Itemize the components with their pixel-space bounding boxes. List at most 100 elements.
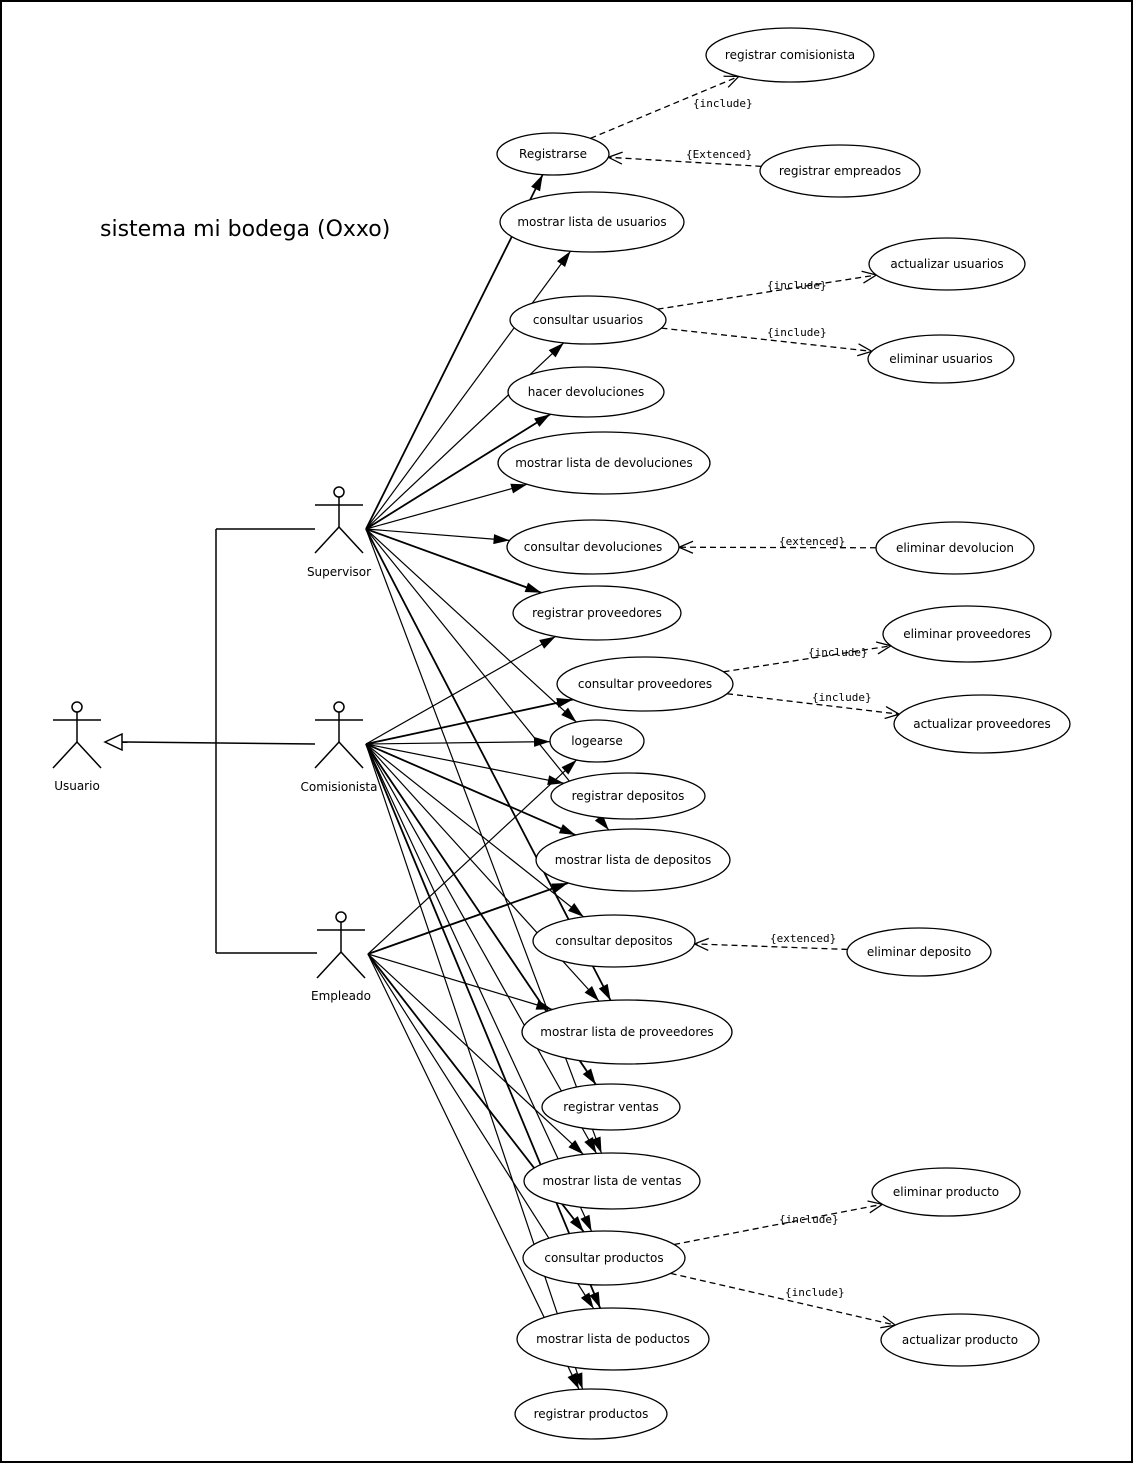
association-line <box>367 882 569 955</box>
association-arrowhead <box>557 251 571 268</box>
use-case-eliminar-deposito[interactable]: eliminar deposito <box>846 927 992 977</box>
use-case-ellipse <box>867 334 1015 384</box>
association-line <box>365 743 585 918</box>
use-case-ellipse <box>541 1083 681 1131</box>
use-case-label: registrar empreados <box>779 164 901 178</box>
association-arrowhead <box>535 1000 553 1010</box>
dependency-stereotype: {include} <box>812 691 872 704</box>
actor-head <box>335 911 347 923</box>
dependency-stereotype: {extenced} <box>779 535 845 548</box>
use-case-label: eliminar producto <box>893 1185 999 1199</box>
actor-label: Empleado <box>311 989 371 1003</box>
association-arrowhead <box>558 824 576 836</box>
association-line <box>367 953 553 1011</box>
association-line <box>365 743 564 784</box>
diagram-title: sistema mi bodega (Oxxo) <box>100 217 390 242</box>
use-case-consultar-devoluciones[interactable]: consultar devoluciones <box>506 519 680 575</box>
use-case-registrar-empreados[interactable]: registrar empreados <box>759 144 921 198</box>
use-case-registrar-proveedores[interactable]: registrar proveedores <box>512 585 682 641</box>
use-case-registrar-productos[interactable]: registrar productos <box>514 1388 668 1440</box>
use-case-mostrar-lista-poductos[interactable]: mostrar lista de poductos <box>516 1307 710 1371</box>
use-case-eliminar-producto[interactable]: eliminar producto <box>871 1167 1021 1217</box>
use-case-consultar-usuarios[interactable]: consultar usuarios <box>509 295 667 345</box>
actor-label: Comisionista <box>301 780 378 794</box>
use-case-label: mostrar lista de poductos <box>536 1332 690 1346</box>
association-empleado-mostrar_lista_ventas <box>367 953 584 1155</box>
actor-right-leg <box>338 526 364 554</box>
association-comisionista-logearse <box>365 736 551 747</box>
use-case-ellipse <box>514 1388 668 1440</box>
actor-supervisor[interactable]: Supervisor <box>307 486 371 579</box>
association-arrowhead <box>568 1139 584 1155</box>
use-case-ellipse <box>522 1230 686 1286</box>
use-case-mostrar-lista-depositos[interactable]: mostrar lista de depositos <box>535 828 731 892</box>
generalization-connectors <box>103 528 317 954</box>
actor-usuario[interactable]: Usuario <box>52 701 102 793</box>
association-empleado-registrar_productos <box>367 953 580 1390</box>
use-case-registrar-depositos[interactable]: registrar depositos <box>550 772 706 820</box>
use-case-logearse[interactable]: logearse <box>549 719 645 763</box>
use-case-registrar-comisionista[interactable]: registrar comisionista <box>705 27 875 83</box>
use-case-mostrar-lista-usuarios[interactable]: mostrar lista de usuarios <box>499 191 685 253</box>
use-case-mostrar-lista-devoluciones[interactable]: mostrar lista de devoluciones <box>497 431 711 495</box>
association-line <box>365 743 584 1390</box>
use-case-registrar-ventas[interactable]: registrar ventas <box>541 1083 681 1131</box>
use-case-label: consultar devoluciones <box>524 540 662 554</box>
dependency-stereotype: {include} <box>767 279 827 292</box>
use-case-label: actualizar proveedores <box>913 717 1050 731</box>
actor-comisionista[interactable]: Comisionista <box>301 701 378 794</box>
use-case-hacer-devoluciones[interactable]: hacer devoluciones <box>507 366 665 418</box>
association-comisionista-consultar_depositos <box>365 743 585 918</box>
association-arrowhead <box>584 1137 597 1154</box>
actor-left-leg <box>314 526 340 554</box>
association-line <box>365 528 542 594</box>
association-arrowhead <box>556 697 573 708</box>
use-case-actualizar-usuarios[interactable]: actualizar usuarios <box>868 237 1026 291</box>
association-line <box>365 741 551 745</box>
association-line <box>365 528 577 723</box>
association-empleado-logearse <box>367 759 578 955</box>
use-case-registrarse[interactable]: Registrarse <box>496 132 610 176</box>
use-case-actualizar-proveedores[interactable]: actualizar proveedores <box>893 694 1071 754</box>
use-case-eliminar-proveedores[interactable]: eliminar proveedores <box>882 605 1052 663</box>
actor-head <box>333 486 345 498</box>
association-supervisor-mostrar_lista_usuarios <box>365 250 572 530</box>
association-line <box>367 953 580 1390</box>
use-case-label: mostrar lista de proveedores <box>540 1025 713 1039</box>
use-case-consultar-depositos[interactable]: consultar depositos <box>532 914 696 968</box>
use-case-eliminar-devolucion[interactable]: eliminar devolucion <box>875 521 1035 575</box>
use-case-consultar-productos[interactable]: consultar productos <box>522 1230 686 1286</box>
use-case-label: eliminar deposito <box>867 945 971 959</box>
use-case-label: mostrar lista de depositos <box>555 853 711 867</box>
association-empleado-mostrar_lista_proveedores <box>367 953 553 1011</box>
association-comisionista-mostrar_lista_ventas <box>365 743 598 1154</box>
use-case-mostrar-lista-proveedores[interactable]: mostrar lista de proveedores <box>521 999 733 1065</box>
use-case-eliminar-usuarios[interactable]: eliminar usuarios <box>867 334 1015 384</box>
use-case-ellipse <box>875 521 1035 575</box>
use-case-mostrar-lista-ventas[interactable]: mostrar lista de ventas <box>523 1152 701 1210</box>
dependency-eliminar_devolucion-consultar_devoluciones: {extenced} <box>677 535 877 554</box>
actor-empleado[interactable]: Empleado <box>311 911 371 1003</box>
association-arrowhead <box>569 1216 584 1232</box>
association-line <box>365 743 576 836</box>
use-case-ellipse <box>497 431 711 495</box>
use-case-label: consultar usuarios <box>533 313 643 327</box>
actor-right-leg <box>76 741 102 769</box>
use-case-label: hacer devoluciones <box>528 385 645 399</box>
dependency-stereotype: {extenced} <box>770 932 836 945</box>
use-case-actualizar-producto[interactable]: actualizar producto <box>880 1313 1040 1367</box>
association-arrowhead <box>567 1372 580 1390</box>
actor-label: Supervisor <box>307 565 371 579</box>
association-supervisor-registrar_proveedores <box>365 528 542 594</box>
association-arrowhead <box>561 759 577 775</box>
use-case-label: registrar proveedores <box>532 606 662 620</box>
use-case-ellipse <box>549 719 645 763</box>
association-line <box>365 743 598 1154</box>
association-empleado-mostrar_lista_depositos <box>367 882 569 955</box>
use-case-label: eliminar devolucion <box>896 541 1014 555</box>
association-arrowhead <box>561 707 577 723</box>
use-case-consultar-proveedores[interactable]: consultar proveedores <box>556 656 734 712</box>
use-case-label: registrar ventas <box>563 1100 658 1114</box>
association-arrowhead <box>534 414 551 427</box>
association-supervisor-mostrar_lista_depositos <box>365 528 610 831</box>
